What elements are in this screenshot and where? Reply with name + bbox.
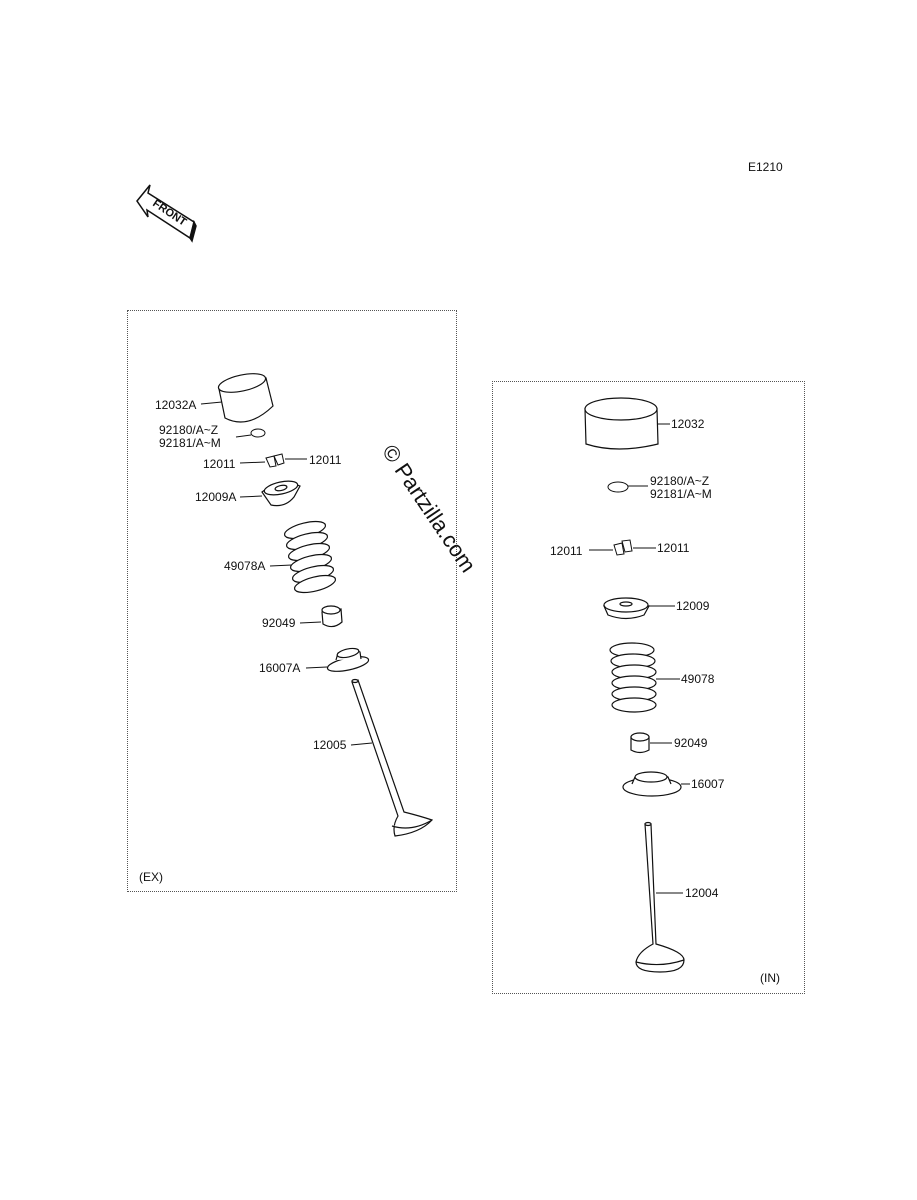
in-label-shim-b: 92181/A~M [650,487,712,501]
in-shim-icon [607,481,629,493]
ex-label-seal: 92049 [262,616,296,630]
in-seat-icon [622,771,682,797]
ex-shim-icon [250,428,266,438]
ex-label-cotter-right: 12011 [309,453,342,467]
in-seal-icon [630,732,650,754]
ex-seal-icon [321,605,343,628]
in-label-shim-a: 92180/A~Z [650,474,710,488]
in-label-spring: 49078 [681,672,715,686]
in-tappet-icon [584,397,659,450]
in-panel-tag: (IN) [760,971,780,985]
front-arrow-icon: FRONT [136,184,197,243]
ex-label-valve: 12005 [313,738,347,752]
ex-cotter-icon [265,453,285,468]
in-label-seal: 92049 [674,736,708,750]
in-label-retainer: 12009 [676,599,710,613]
ex-label-tappet: 12032A [155,398,197,412]
in-label-cotter-left: 12011 [550,544,583,558]
ex-label-shim-b: 92181/A~M [159,436,221,450]
ex-label-cotter-left: 12011 [203,457,236,471]
ex-label-shim-a: 92180/A~Z [159,423,219,437]
ex-tappet-icon [217,373,274,423]
in-label-cotter-right: 12011 [657,541,690,555]
diagram-code: E1210 [748,160,783,174]
in-spring-icon [609,642,657,713]
in-label-seat: 16007 [691,777,725,791]
intake-panel [492,381,805,994]
in-cotter-icon [613,539,633,556]
ex-retainer-icon [261,480,301,507]
in-valve-icon [635,821,685,973]
ex-panel-tag: (EX) [139,870,163,884]
in-label-tappet: 12032 [671,417,705,431]
ex-seat-icon [326,647,370,672]
in-label-valve: 12004 [685,886,719,900]
ex-spring-icon [283,520,337,594]
ex-label-retainer: 12009A [195,490,237,504]
in-retainer-icon [603,597,651,620]
ex-label-seat: 16007A [259,661,301,675]
exhaust-panel [127,310,457,892]
ex-label-spring: 49078A [224,559,266,573]
ex-valve-icon [351,678,434,837]
